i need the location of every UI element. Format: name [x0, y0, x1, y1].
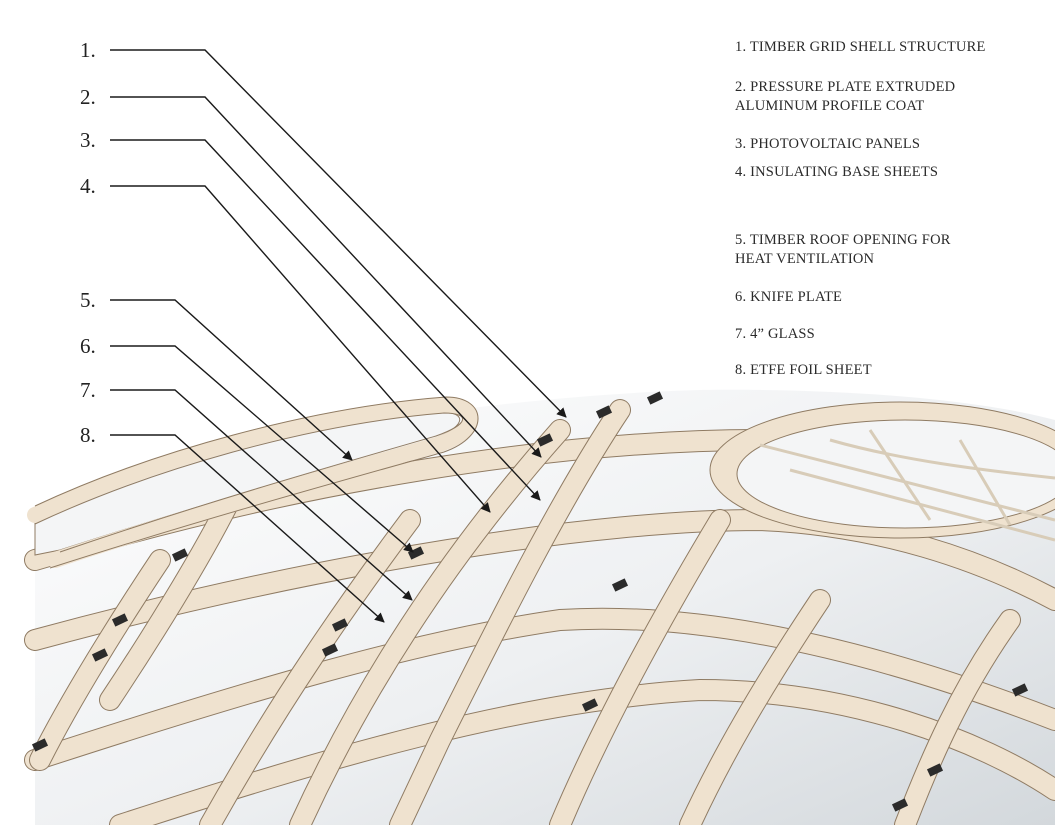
- legend-item-6: 6. KNIFE PLATE: [735, 289, 843, 305]
- knife-plate-clip: [331, 618, 349, 632]
- timber-beam: [200, 510, 420, 825]
- legend-item-3: 3. PHOTOVOLTAIC PANELS: [735, 136, 921, 152]
- timber-beam: [110, 679, 1055, 825]
- leader-line-5: [110, 299, 353, 461]
- legend-item-2: 2. PRESSURE PLATE EXTRUDED ALUMINUM PROF…: [735, 79, 956, 114]
- knife-plate-clip: [611, 578, 629, 592]
- knife-plate-clip: [171, 548, 189, 562]
- callout-number-2: 2.: [80, 85, 96, 109]
- leader-line-7: [110, 389, 413, 601]
- timber-beam: [100, 490, 240, 710]
- timber-beam: [680, 590, 830, 825]
- leader-line-1: [110, 49, 567, 418]
- timber-beam: [25, 509, 1055, 650]
- knife-plate-clip: [926, 763, 944, 777]
- knife-plate-clip: [407, 546, 425, 560]
- legend-item-1: 1. TIMBER GRID SHELL STRUCTURE: [735, 39, 986, 55]
- knife-plate-clip: [595, 405, 613, 419]
- timber-beam: [550, 510, 730, 825]
- timber-beam: [290, 420, 570, 825]
- legend-item-5: 5. TIMBER ROOF OPENING FOR HEAT VENTILAT…: [735, 232, 951, 267]
- callout-number-5: 5.: [80, 288, 96, 312]
- timber-beam: [390, 400, 630, 825]
- callout-number-7: 7.: [80, 378, 96, 402]
- knife-plate-clip: [1011, 683, 1029, 697]
- leader-line-6: [110, 345, 414, 553]
- legend-item-4: 4. INSULATING BASE SHEETS: [735, 164, 939, 180]
- legend-item-8: 8. ETFE FOIL SHEET: [735, 362, 872, 378]
- knife-plate-clip: [31, 738, 49, 752]
- right-roof-opening: [709, 401, 1055, 542]
- callout-number-1: 1.: [80, 38, 96, 62]
- callout-number-3: 3.: [80, 128, 96, 152]
- knife-plate-clip: [536, 433, 554, 447]
- leader-line-2: [110, 96, 542, 458]
- knife-plate-clip: [91, 648, 109, 662]
- knife-plate-clip: [321, 643, 339, 657]
- knife-plate-clip: [581, 698, 599, 712]
- callout-number-4: 4.: [80, 174, 96, 198]
- callout-number-6: 6.: [80, 334, 96, 358]
- callout-number-8: 8.: [80, 423, 96, 447]
- leader-line-4: [110, 185, 491, 513]
- knife-plate-clip: [111, 613, 129, 627]
- knife-plate-clip: [891, 798, 909, 812]
- left-roof-opening: [27, 396, 479, 569]
- leader-line-3: [110, 139, 541, 501]
- timber-beam: [25, 608, 1055, 770]
- knife-plate-clip: [646, 391, 664, 405]
- timber-beam: [895, 610, 1020, 825]
- leader-line-8: [110, 434, 385, 623]
- leader-lines: 1. 2. 3. 4. 5. 6. 7. 8.: [80, 38, 567, 623]
- legend-item-7: 7. 4” GLASS: [735, 326, 815, 342]
- timber-grid-beams: [24, 391, 1055, 825]
